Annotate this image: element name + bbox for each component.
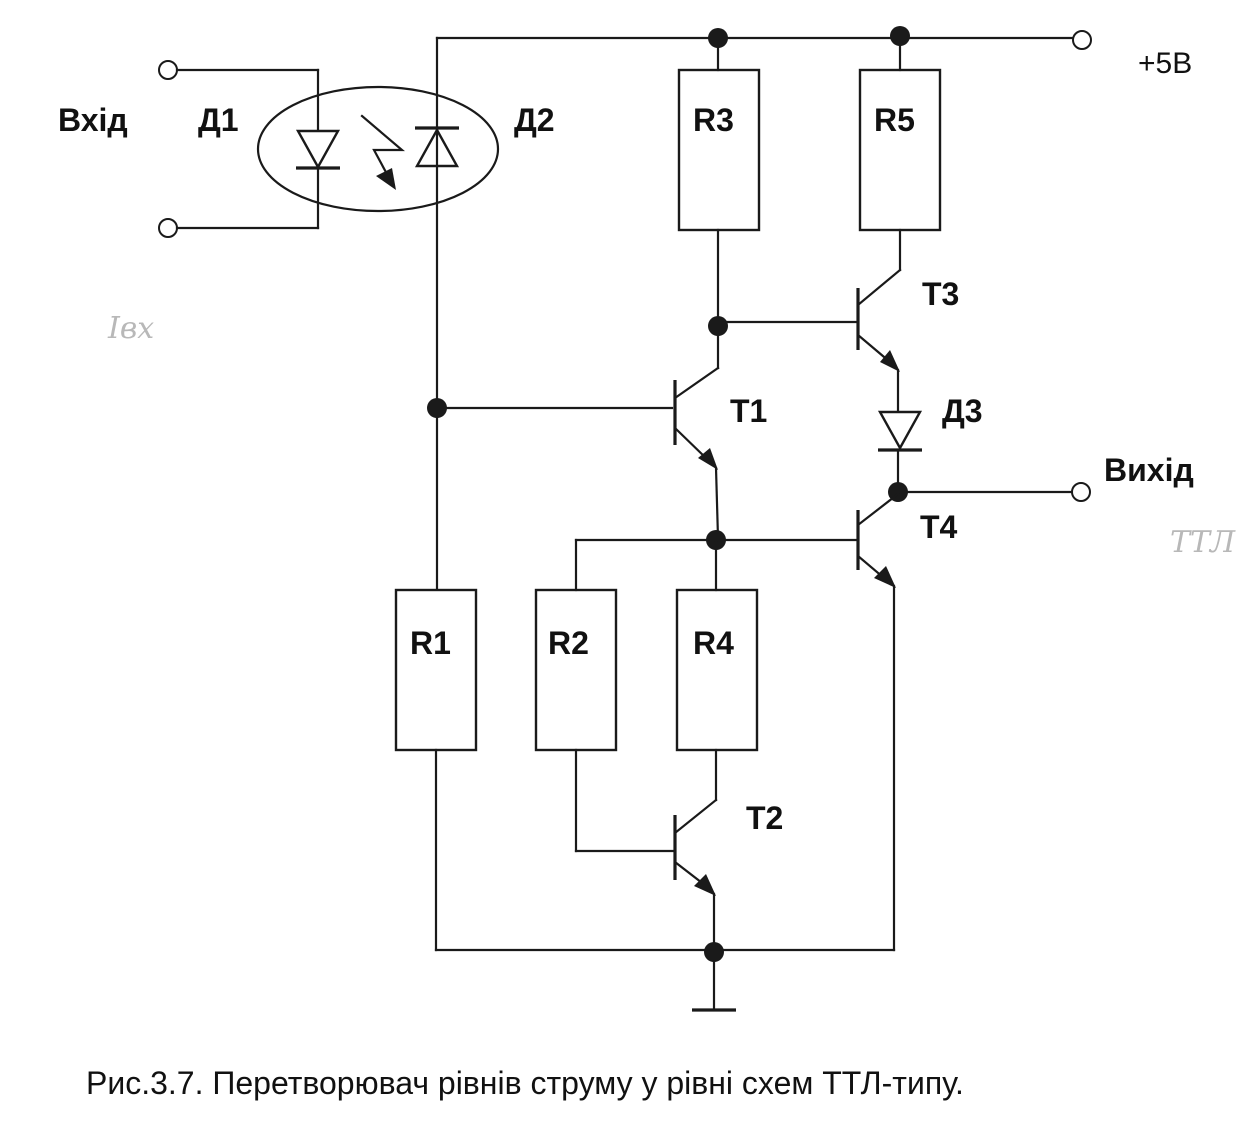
transistor-t4: [856, 492, 900, 588]
output-label: Вихід: [1104, 452, 1194, 488]
diode-d1-symbol: [295, 129, 341, 170]
optocoupler: [256, 85, 500, 213]
handwritten-output-type: ТТЛ: [1170, 525, 1236, 560]
transistor-t2-label: T2: [746, 800, 783, 836]
light-arrow-icon: [360, 114, 405, 190]
resistor-r4-label: R4: [693, 625, 734, 661]
resistor-r1-label: R1: [410, 625, 451, 661]
input-label: Вхід: [58, 102, 128, 138]
resistor-r5-label: R5: [874, 102, 915, 138]
transistor-t3: [856, 268, 902, 372]
resistor-r5: [858, 68, 942, 232]
supply-terminal: [1072, 30, 1092, 50]
supply-rail: [435, 26, 1092, 50]
resistor-r3-label: R3: [693, 102, 734, 138]
transistor-t1: [673, 366, 720, 540]
diode-d3-symbol: [877, 410, 923, 452]
resistor-r4: [675, 588, 759, 752]
output-terminal: [1071, 482, 1091, 502]
transistor-t3-label: T3: [922, 276, 959, 312]
resistor-r1: [394, 588, 478, 752]
figure-caption: Рис.3.7. Перетворювач рівнів струму у рі…: [86, 1065, 964, 1101]
diode-d2-label: Д2: [514, 102, 555, 138]
resistor-r2: [534, 588, 618, 752]
transistor-t1-label: T1: [730, 393, 767, 429]
diode-d3-label: Д3: [942, 393, 983, 429]
supply-label: +5В: [1138, 47, 1192, 80]
transistor-t2: [673, 798, 718, 896]
handwritten-input-current: Iвх: [107, 311, 154, 346]
transistor-t4-label: T4: [920, 509, 958, 545]
resistor-r3: [677, 68, 761, 232]
resistor-r2-label: R2: [548, 625, 589, 661]
input-terminals: [158, 60, 320, 238]
diode-d1-label: Д1: [198, 102, 239, 138]
